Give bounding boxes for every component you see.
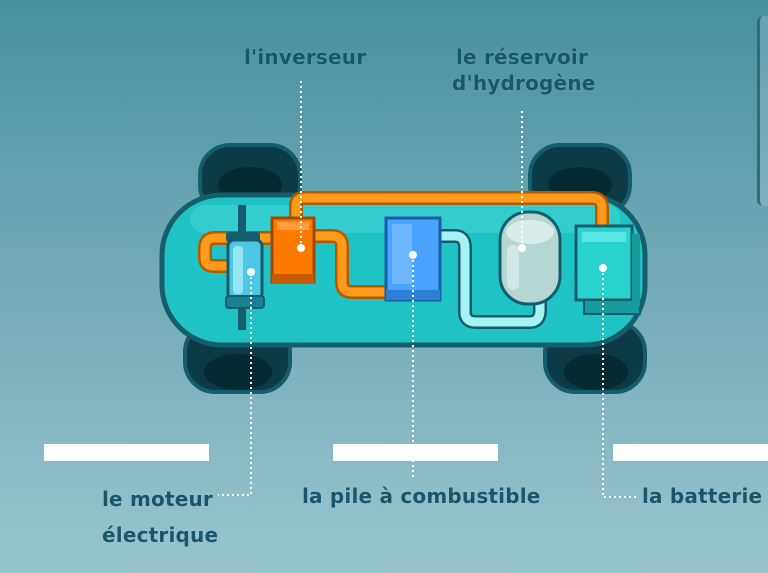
label-inverseur[interactable]: l'inverseur — [244, 45, 367, 69]
leader-batterie — [602, 268, 636, 498]
label-moteur-line2: électrique — [102, 523, 219, 547]
dot-reservoir — [518, 244, 526, 252]
drop-slot-center[interactable] — [333, 444, 498, 461]
drop-slot-left[interactable] — [44, 444, 209, 461]
battery — [574, 224, 641, 315]
label-moteur[interactable]: le moteur électrique — [102, 481, 218, 553]
panel-edge — [757, 16, 768, 206]
hydrogen-tank — [498, 210, 562, 306]
dot-inverseur — [297, 244, 305, 252]
label-pile[interactable]: la pile à combustible — [302, 484, 541, 508]
label-reservoir-line2: d'hydrogène — [452, 71, 596, 95]
electric-motor — [225, 205, 265, 330]
leader-dots — [247, 244, 607, 276]
drop-slot-right[interactable] — [613, 444, 768, 461]
label-reservoir-line1: le réservoir — [455, 45, 589, 69]
label-moteur-line1: le moteur — [102, 487, 213, 511]
label-reservoir[interactable]: le réservoir d'hydrogène — [452, 44, 596, 96]
electric-pipes — [198, 191, 609, 299]
leader-lines — [218, 80, 636, 498]
dot-pile — [409, 251, 417, 259]
dot-batterie — [599, 264, 607, 272]
dot-moteur — [247, 268, 255, 276]
leader-moteur — [218, 272, 252, 496]
inverter — [270, 216, 316, 284]
label-batterie[interactable]: la batterie — [642, 484, 763, 508]
